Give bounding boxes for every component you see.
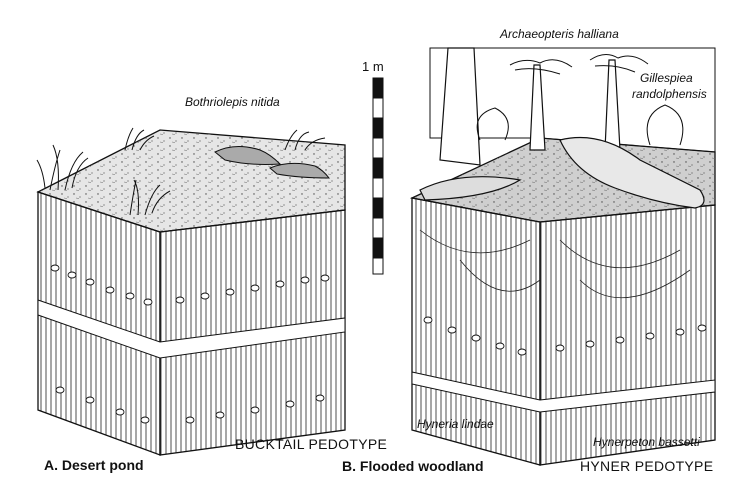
block-b-flooded-woodland <box>409 47 716 466</box>
species-bothriolepis-label: Bothriolepis nitida <box>185 95 280 109</box>
species-archaeopteris-label: Archaeopteris halliana <box>500 27 619 41</box>
species-gillespiea-label: Gillespiea <box>640 71 693 85</box>
panel-a-caption: A. Desert pond <box>44 457 144 473</box>
panel-b-caption: B. Flooded woodland <box>342 458 484 474</box>
species-hyneria-label: Hyneria lindae <box>417 417 494 431</box>
scale-bar <box>372 77 384 275</box>
species-hynerpeton-label: Hynerpeton bassetti <box>593 435 700 449</box>
scale-label: 1 m <box>362 59 384 74</box>
pedotype-bucktail-label: BUCKTAIL PEDOTYPE <box>235 436 388 452</box>
species-gillespiea-label-2: randolphensis <box>632 87 707 101</box>
pedotype-hyner-label: HYNER PEDOTYPE <box>580 458 714 474</box>
block-a-desert-pond <box>36 127 346 456</box>
